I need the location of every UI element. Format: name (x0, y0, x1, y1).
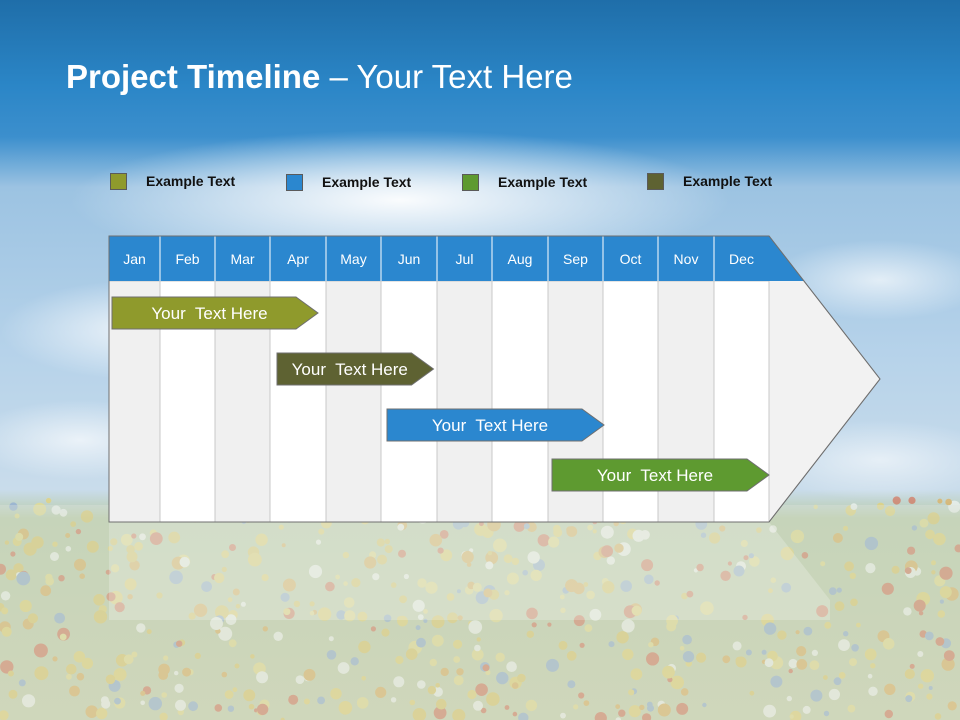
legend-label-4: Example Text (683, 173, 773, 189)
title-bold: Project Timeline (66, 58, 321, 95)
legend-item-2: Example Text (286, 172, 411, 192)
month-label: May (340, 251, 366, 267)
month-label: Jun (398, 251, 421, 267)
task-arrow (386, 408, 605, 442)
task-arrow (276, 352, 435, 386)
slide-title: Project Timeline – Your Text Here (66, 58, 573, 96)
month-label: Mar (230, 251, 254, 267)
month-label: Apr (287, 251, 309, 267)
legend-swatch-3 (462, 173, 479, 191)
month-column (325, 280, 382, 523)
month-column (436, 280, 493, 523)
month-header (109, 236, 769, 281)
task-label: Your Text Here (292, 360, 408, 379)
task-label: Your Text Here (432, 416, 548, 435)
month-label: Oct (620, 251, 642, 267)
month-label: Jul (456, 251, 474, 267)
task-arrow (111, 296, 319, 330)
legend-swatch-4 (647, 172, 664, 190)
month-label: Sep (563, 251, 588, 267)
task-label: Your Text Here (597, 466, 713, 485)
month-label: Nov (674, 251, 699, 267)
month-label: Aug (508, 251, 533, 267)
timeline-reflection (109, 522, 830, 620)
legend-item-1: Example Text (110, 171, 235, 191)
task-arrow (551, 458, 770, 492)
legend-label-2: Example Text (322, 174, 412, 190)
legend-item-4: Example Text (647, 171, 772, 191)
title-rest: – Your Text Here (320, 58, 573, 95)
month-label: Dec (729, 251, 754, 267)
month-label: Jan (123, 251, 146, 267)
legend-label-1: Example Text (146, 173, 236, 189)
month-column (380, 280, 438, 523)
legend-label-3: Example Text (498, 174, 588, 190)
month-label: Feb (175, 251, 199, 267)
month-column (491, 280, 549, 523)
legend-swatch-2 (286, 173, 303, 191)
task-label: Your Text Here (151, 304, 267, 323)
legend-swatch-1 (110, 172, 127, 190)
legend-item-3: Example Text (462, 172, 587, 192)
timeline-arrow-outline (108, 235, 881, 523)
